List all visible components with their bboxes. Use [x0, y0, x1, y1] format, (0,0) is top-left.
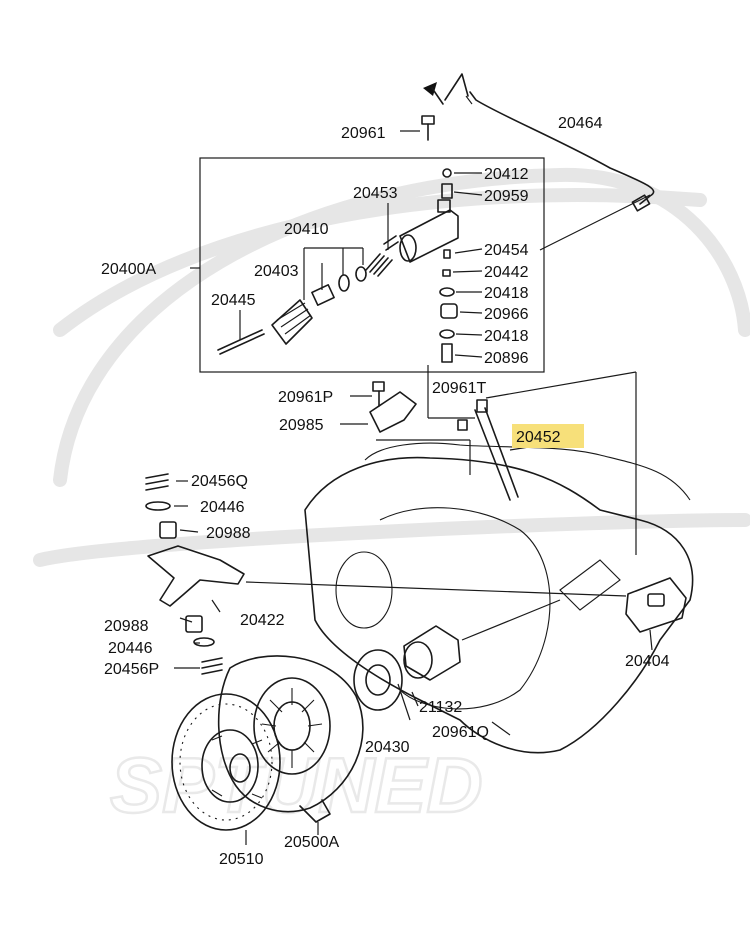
- boot-20404: [245, 577, 687, 651]
- clutch-disc: [171, 693, 281, 845]
- label-20404: 20404: [625, 653, 670, 670]
- part-labels: 20464 20961 20412 20959 20453 20410 2045…: [101, 115, 670, 868]
- bolt-20961: [400, 115, 435, 141]
- label-20412: 20412: [484, 166, 529, 183]
- label-20403: 20403: [254, 263, 299, 280]
- watermark-graphic: SPTUNED: [33, 167, 750, 830]
- label-20446-b: 20446: [108, 640, 153, 657]
- label-20961P: 20961P: [278, 389, 333, 406]
- label-20400A: 20400A: [101, 261, 156, 278]
- label-20418-a: 20418: [484, 285, 529, 302]
- master-cylinder-box: [199, 157, 545, 373]
- label-20961-top: 20961: [341, 125, 386, 142]
- label-20430: 20430: [365, 739, 410, 756]
- label-20961T: 20961T: [432, 380, 486, 397]
- right-small-parts: [439, 168, 458, 363]
- watermark-text: SPTUNED: [110, 741, 483, 829]
- pressure-plate: [217, 655, 364, 835]
- label-20500A: 20500A: [284, 834, 339, 851]
- label-20456Q: 20456Q: [191, 473, 248, 490]
- label-20418-b: 20418: [484, 328, 529, 345]
- label-20988-a: 20988: [206, 525, 251, 542]
- transmission-case: [304, 442, 694, 754]
- leader-lines-top: [239, 172, 651, 358]
- label-20442: 20442: [484, 264, 529, 281]
- master-cylinder-parts: [217, 235, 399, 355]
- label-20961Q: 20961Q: [432, 724, 489, 741]
- label-20988-b: 20988: [104, 618, 149, 635]
- label-20959: 20959: [484, 188, 529, 205]
- clutch-pipe: [465, 91, 655, 212]
- master-cylinder: [399, 199, 459, 263]
- label-20446-a: 20446: [200, 499, 245, 516]
- release-fork-area: [340, 365, 637, 555]
- label-20464: 20464: [558, 115, 603, 132]
- label-21132: 21132: [419, 699, 462, 716]
- label-20966: 20966: [484, 306, 529, 323]
- direction-arrow-icon: [423, 73, 469, 105]
- label-20896: 20896: [484, 350, 529, 367]
- release-bearing-sleeve: [353, 599, 561, 736]
- label-20410: 20410: [284, 221, 329, 238]
- label-20445: 20445: [211, 292, 256, 309]
- left-small-parts: [145, 473, 245, 675]
- label-20454: 20454: [484, 242, 529, 259]
- label-20452: 20452: [516, 429, 561, 446]
- label-20456P: 20456P: [104, 661, 159, 678]
- label-20985: 20985: [279, 417, 324, 434]
- label-20453: 20453: [353, 185, 398, 202]
- label-20510: 20510: [219, 851, 264, 868]
- label-20422: 20422: [240, 612, 285, 629]
- highlight-box: [512, 424, 584, 448]
